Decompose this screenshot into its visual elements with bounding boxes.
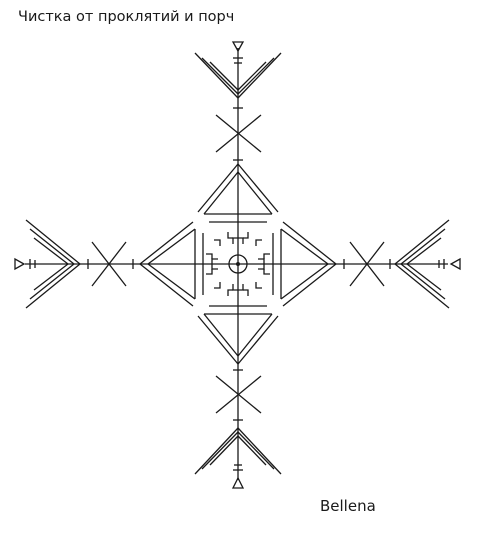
bottom-cross: [215, 375, 262, 414]
right-triangle: [272, 221, 338, 307]
top-cross: [215, 114, 262, 153]
center-glyphs: [206, 232, 270, 296]
center-dot: [236, 262, 240, 266]
right-chevrons: [394, 219, 450, 309]
center-circle: [228, 254, 248, 274]
left-cross: [91, 241, 127, 287]
stave-title: Чистка от проклятий и порч: [18, 9, 235, 25]
left-triangle: [138, 221, 204, 307]
left-arrowhead: [14, 257, 26, 271]
top-arrowhead: [231, 41, 245, 53]
axis-ticks: [87, 107, 391, 421]
top-chevrons: [194, 52, 282, 99]
left-chevrons: [25, 219, 81, 309]
top-triangle: [197, 162, 279, 223]
author-signature: Bellena: [320, 497, 376, 515]
right-cross: [349, 241, 385, 287]
right-arrowhead: [449, 257, 461, 271]
bottom-arrowhead: [231, 476, 245, 489]
bottom-chevrons: [194, 427, 282, 475]
bottom-triangle: [197, 305, 279, 366]
